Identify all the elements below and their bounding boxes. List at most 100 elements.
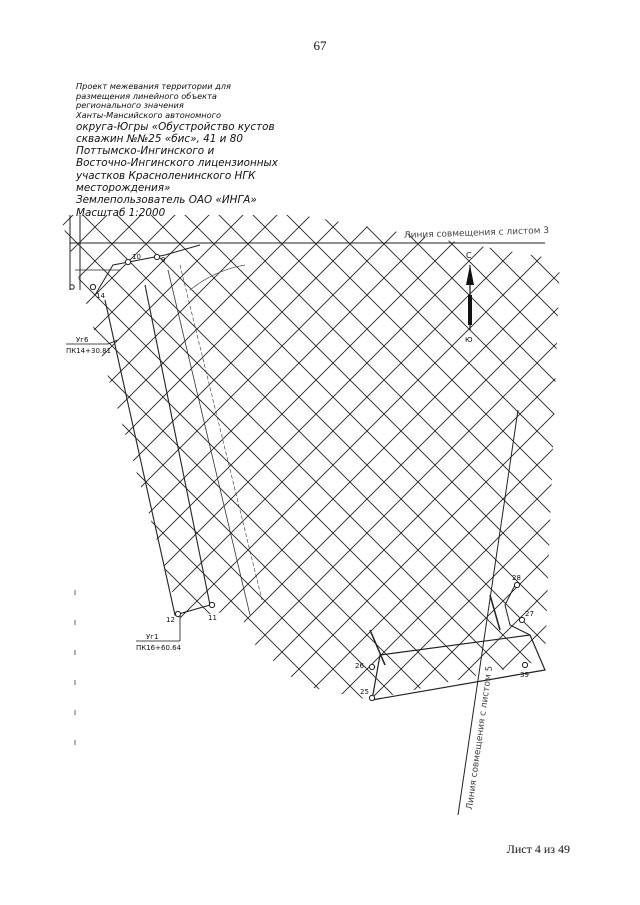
hatch-line [493,215,560,700]
hatch-line [60,215,560,700]
hatch-line [60,215,560,700]
hatch-line [60,215,560,700]
hatch-line [60,215,560,700]
page-number: 67 [313,38,327,53]
hatch-line [221,215,560,700]
hatch-line [60,215,513,700]
parcel-dimension [369,629,386,666]
hatch-line [119,215,560,700]
hatch-line [60,215,560,700]
hatch-line [60,215,411,700]
road-curve [189,264,246,291]
hatch-line [289,215,560,700]
hatch-line [60,215,71,700]
title-line: Масштаб 1:2000 [76,206,166,219]
well-pad-parcel [371,634,546,701]
hatch-line [323,215,560,700]
hatch-line [60,215,343,700]
hatch-line [60,215,139,700]
picket-ug1: Уг1 ПК16+60.64 [136,616,182,652]
hatch-line [60,215,411,700]
picket-ug1-name: Уг1 [146,633,158,641]
hatch-line [153,215,560,700]
match-line-bottom [457,409,519,816]
hatch-line [0,150,2,905]
hatch-line [527,215,560,700]
hatch-line [425,215,560,700]
hatch-line [60,215,207,700]
match-line-top-label: Линия совмещения с листом 3 [404,226,549,241]
vertex-label-28: 28 [512,574,521,582]
hatch-line [493,215,560,700]
vertex-label-27: 27 [525,610,534,618]
hatch-line [187,215,560,700]
hatch-line [60,215,560,700]
hatch-line [60,215,560,700]
hatch-line [459,215,560,700]
hatch-line [187,215,560,700]
picket-ug1-value: ПК16+60.64 [136,644,182,652]
hatch-line [60,215,560,700]
title-line: Проект межевания территории для [76,81,231,91]
hatch-line [60,215,560,700]
vertex-label-39: 39 [520,671,529,679]
hatch-line [630,150,640,905]
title-line: Ханты-Мансийского автономного [76,110,221,121]
picket-ug6-value: ПК14+30.81 [66,347,111,355]
hatch-line [60,215,445,700]
hatch-line [357,215,560,700]
vertex-point-9 [153,253,161,261]
hatch-line [60,215,560,700]
hatch-line [60,215,513,700]
title-line: Поттымско-Ингинского и [76,145,215,158]
vertex-label-10: 10 [132,253,141,261]
title-line: регионального значения [76,100,184,111]
hatch-line [630,150,640,905]
title-line: месторождения» [76,182,171,195]
title-line: размещения линейного объекта [76,90,217,101]
vertex-point-10 [124,258,132,266]
hatch-line [60,215,105,700]
hatch-line [596,150,640,905]
vertex-point-25 [368,694,376,702]
hatch-line [221,215,560,700]
pipeline-axis [179,264,263,601]
corridor-boundary [104,284,211,616]
hatch-line [562,150,640,905]
title-line: Восточно-Ингинского лицензионных [76,157,278,170]
hatch-line [357,215,560,700]
hatch-line [323,215,560,700]
hatch-line [60,215,560,700]
hatch-line [60,215,139,700]
hatch-line [60,215,105,700]
vertex-label-26: 26 [355,662,364,670]
hatch-line [596,150,640,905]
north-arrow: С Ю [465,251,474,344]
hatch-line [60,215,560,700]
north-label: С [466,251,472,260]
hatch-line [562,150,640,905]
hatch-line [391,215,560,700]
vertex-point-14 [89,283,97,291]
hatched-allotment-area [0,150,640,905]
vertex-point-11 [208,601,216,609]
hatch-line [60,215,207,700]
corridor-boundary [94,244,201,296]
hatch-line [60,215,560,700]
title-line: Землепользователь ОАО «ИНГА» [76,194,257,207]
hatch-line [527,215,560,700]
hatch-line [60,215,309,700]
hatch-line [60,215,377,700]
title-line: скважин №№25 «бис», 41 и 80 [76,132,243,145]
vertex-label-14: 14 [96,292,105,300]
title-line: участков Красноленинского НГК [76,169,256,182]
south-label: Ю [465,336,473,344]
hatch-line [0,150,36,905]
vertex-label-12: 12 [166,616,175,624]
hatch-line [60,215,241,700]
sheet-label: Лист 4 из 49 [506,842,570,856]
vertex-label-25: 25 [360,688,369,696]
hatch-line [60,215,560,700]
vertex-label-11: 11 [208,614,217,622]
